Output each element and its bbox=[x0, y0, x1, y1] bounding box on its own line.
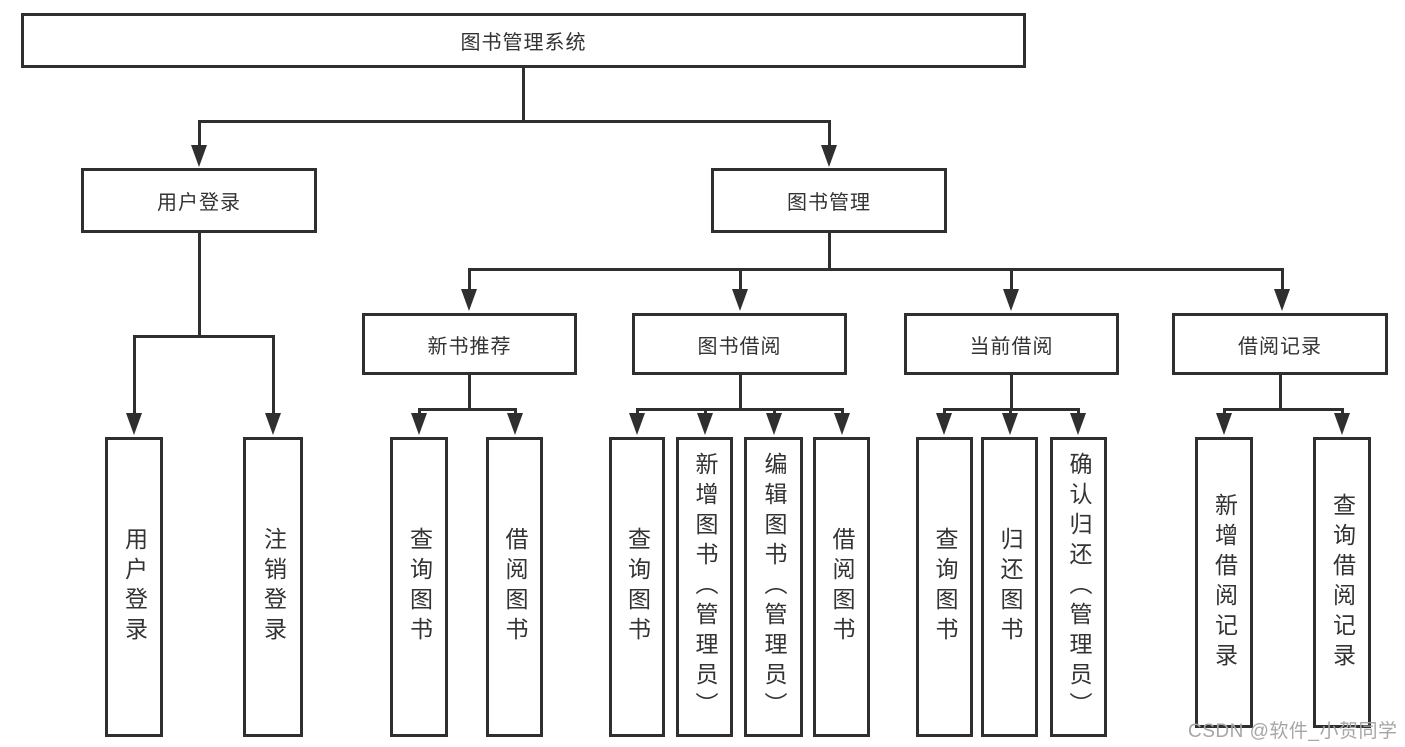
edge-to-leaf-query-3 bbox=[943, 408, 946, 416]
arrow-into-leaf-add-record bbox=[1216, 413, 1232, 435]
edge-records-trunk bbox=[1279, 375, 1282, 410]
leaf-logout: 注销登录 bbox=[243, 437, 303, 737]
edge-to-borrow-records bbox=[1281, 268, 1284, 292]
arrow-into-leaf-borrow-2 bbox=[834, 413, 850, 435]
leaf-query-borrow-record: 查询借阅记录 bbox=[1313, 437, 1371, 728]
edge-current-trunk bbox=[1010, 375, 1013, 410]
edge-borrow-trunk bbox=[739, 375, 742, 410]
edge-root-rail bbox=[198, 120, 831, 123]
arrow-into-user-login bbox=[191, 145, 207, 167]
arrow-into-leaf-logout bbox=[265, 413, 281, 435]
leaf-add-book-admin: 新增图书（管理员） bbox=[676, 437, 733, 737]
leaf-edit-book-admin: 编辑图书（管理员） bbox=[744, 437, 803, 737]
arrow-into-borrow-records bbox=[1274, 289, 1290, 311]
edge-to-leaf-confirm-return bbox=[1077, 408, 1080, 416]
node-user-login: 用户登录 bbox=[81, 168, 317, 233]
edge-root-trunk bbox=[522, 68, 525, 122]
edge-to-leaf-query-1 bbox=[418, 408, 421, 416]
arrow-into-book-management bbox=[821, 145, 837, 167]
edge-user-login-rail bbox=[133, 335, 275, 338]
leaf-add-borrow-record: 新增借阅记录 bbox=[1195, 437, 1253, 728]
arrow-into-leaf-query-1 bbox=[411, 413, 427, 435]
edge-to-book-management bbox=[828, 120, 831, 147]
leaf-user-login: 用户登录 bbox=[105, 437, 163, 737]
arrow-into-leaf-edit-book bbox=[766, 413, 782, 435]
node-root: 图书管理系统 bbox=[21, 13, 1026, 68]
arrow-into-leaf-query-2 bbox=[629, 413, 645, 435]
edge-records-rail bbox=[1223, 408, 1344, 411]
arrow-into-leaf-add-book bbox=[697, 413, 713, 435]
arrow-into-leaf-confirm-return bbox=[1070, 413, 1086, 435]
edge-recommend-trunk bbox=[468, 375, 471, 410]
edge-book-management-rail bbox=[468, 268, 1282, 271]
arrow-into-current-borrow bbox=[1003, 289, 1019, 311]
edge-to-leaf-add-book bbox=[704, 408, 707, 416]
arrow-into-leaf-user-login bbox=[126, 413, 142, 435]
arrow-into-new-book-recommend bbox=[461, 289, 477, 311]
edge-to-user-login bbox=[198, 120, 201, 147]
arrow-into-book-borrow bbox=[732, 289, 748, 311]
leaf-borrow-books-recommend: 借阅图书 bbox=[486, 437, 543, 737]
edge-to-current-borrow bbox=[1010, 268, 1013, 292]
edge-to-leaf-query-2 bbox=[636, 408, 639, 416]
edge-recommend-rail bbox=[418, 408, 517, 411]
edge-book-management-trunk bbox=[828, 233, 831, 270]
edge-to-leaf-query-record bbox=[1341, 408, 1344, 416]
watermark: CSDN @软件_小贺同学 bbox=[1188, 721, 1398, 742]
edge-to-leaf-return bbox=[1009, 408, 1012, 416]
edge-to-leaf-borrow-2 bbox=[841, 408, 844, 416]
arrow-into-leaf-borrow-1 bbox=[507, 413, 523, 435]
arrow-into-leaf-query-record bbox=[1334, 413, 1350, 435]
node-book-borrow: 图书借阅 bbox=[632, 313, 847, 375]
edge-borrow-rail bbox=[636, 408, 844, 411]
edge-to-new-book-recommend bbox=[468, 268, 471, 292]
leaf-return-book: 归还图书 bbox=[981, 437, 1038, 737]
edge-to-leaf-logout bbox=[272, 335, 275, 415]
node-current-borrow: 当前借阅 bbox=[904, 313, 1119, 375]
leaf-query-books-borrow: 查询图书 bbox=[609, 437, 665, 737]
leaf-borrow-books: 借阅图书 bbox=[813, 437, 870, 737]
leaf-query-books-current: 查询图书 bbox=[916, 437, 973, 737]
edge-to-leaf-edit-book bbox=[773, 408, 776, 416]
edge-user-login-trunk bbox=[198, 233, 201, 337]
leaf-confirm-return-admin: 确认归还（管理员） bbox=[1050, 437, 1107, 737]
edge-to-leaf-borrow-1 bbox=[514, 408, 517, 416]
edge-to-leaf-add-record bbox=[1223, 408, 1226, 416]
edge-to-leaf-user-login bbox=[133, 335, 136, 415]
leaf-query-books-recommend: 查询图书 bbox=[390, 437, 448, 737]
node-borrow-records: 借阅记录 bbox=[1172, 313, 1388, 375]
arrow-into-leaf-return bbox=[1002, 413, 1018, 435]
node-new-book-recommend: 新书推荐 bbox=[362, 313, 577, 375]
node-book-management: 图书管理 bbox=[711, 168, 947, 233]
edge-to-book-borrow bbox=[739, 268, 742, 292]
arrow-into-leaf-query-3 bbox=[936, 413, 952, 435]
